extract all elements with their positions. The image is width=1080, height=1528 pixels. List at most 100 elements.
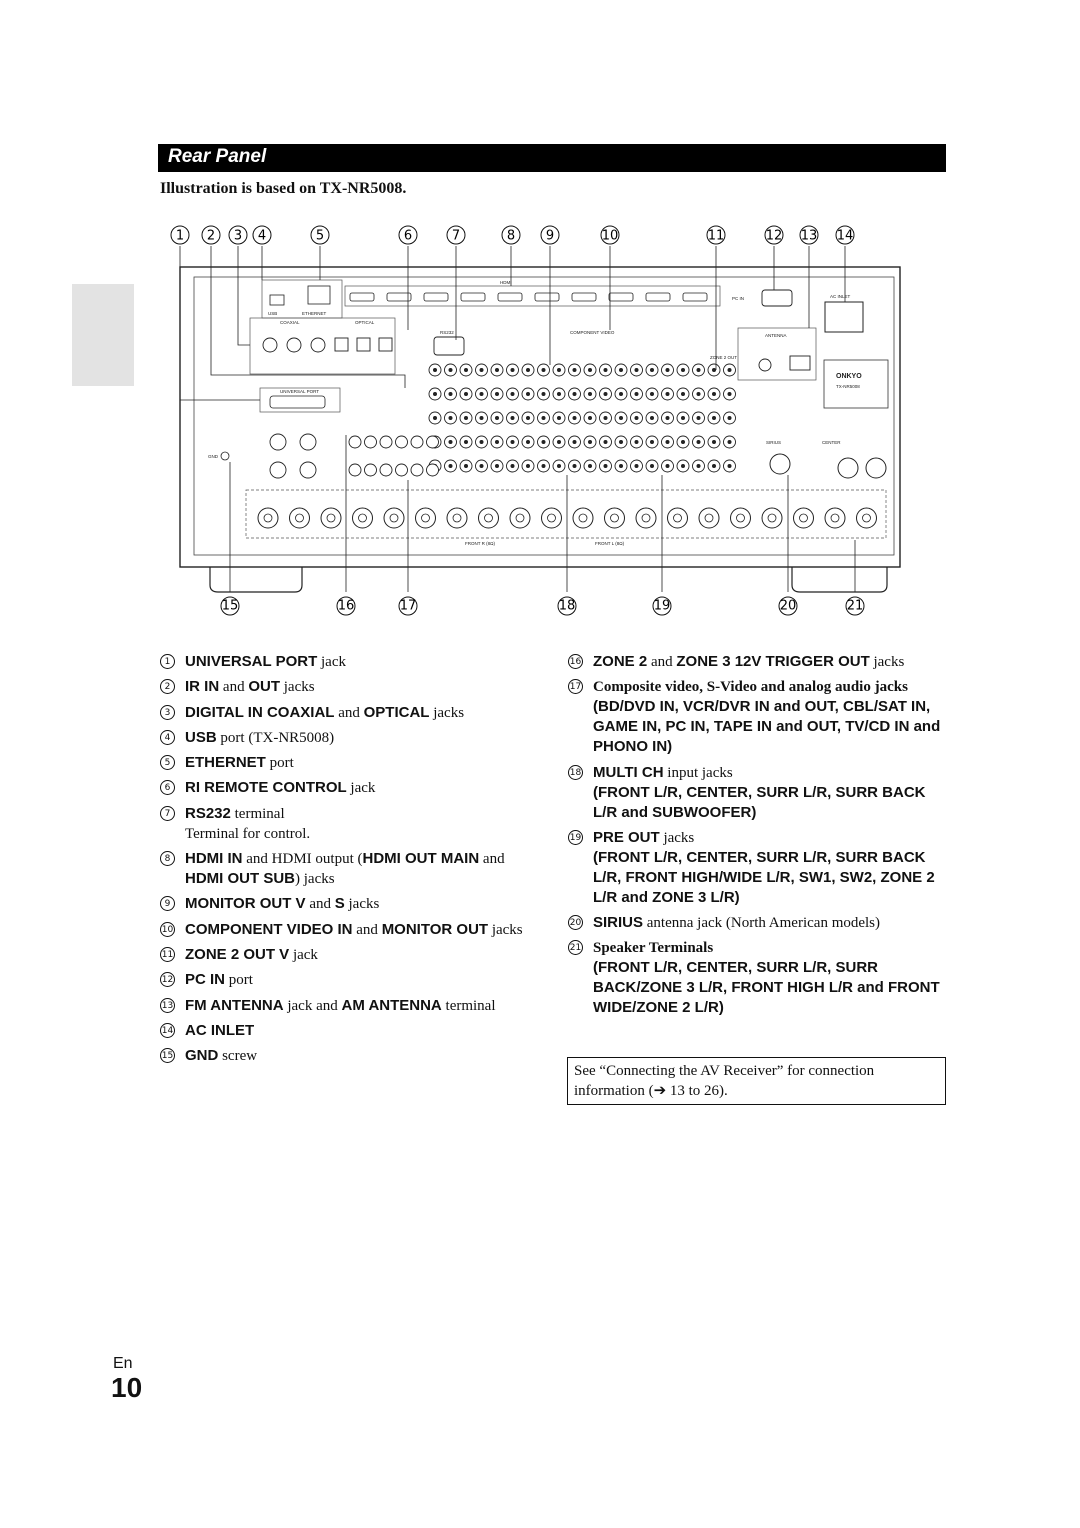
rca-jack-pin — [619, 416, 623, 420]
jack-item-13: 13 FM ANTENNA jack and AM ANTENNA termina… — [160, 996, 540, 1016]
item-title: PRE OUT jacks — [593, 828, 695, 846]
rca-jack-pin — [572, 440, 577, 444]
item-title: Speaker Terminals — [593, 940, 714, 957]
speaker-terminals — [257, 507, 877, 529]
callout-13: 13 — [799, 225, 819, 245]
speaker-terminal-core — [295, 513, 304, 523]
item-number-circle: 7 — [160, 805, 175, 821]
speaker-terminal-core — [452, 513, 462, 523]
callout-label: 6 — [404, 229, 412, 244]
foot-left — [209, 567, 303, 593]
rca-jack-pin — [603, 416, 608, 420]
rca-jack-pin — [557, 440, 561, 444]
see-also-box: See “Connecting the AV Receiver” for con… — [567, 1057, 946, 1105]
rca-jack — [410, 463, 424, 477]
rca-jack-pin — [696, 416, 701, 420]
speaker-terminal — [572, 507, 594, 529]
callout-16: 16 — [336, 596, 356, 616]
item-number-circle: 16 — [568, 654, 583, 669]
speaker-terminal-core — [767, 513, 777, 523]
rca-jack — [364, 463, 377, 477]
center-speaker-terminal — [865, 457, 887, 479]
callout-18: 18 — [557, 596, 577, 616]
rca-jack-pin — [495, 392, 499, 396]
item-title: UNIVERSAL PORT jack — [185, 653, 346, 670]
hdmi-port — [534, 292, 560, 302]
section-title: Rear Panel — [168, 146, 267, 167]
rca-jack-pin — [495, 368, 499, 372]
item-subtext: (BD/DVD IN, VCR/DVR IN and OUT, CBL/SAT … — [593, 698, 941, 756]
rca-jack-pin — [727, 440, 732, 444]
rca-jack — [379, 463, 393, 477]
item-number-circle: 1 — [160, 654, 175, 669]
item-number-circle: 9 — [160, 896, 175, 912]
ethernet-port-shape — [307, 285, 331, 305]
item-number-circle: 20 — [568, 915, 583, 931]
rca-jack-pin — [433, 416, 437, 420]
jack-grid — [269, 363, 887, 479]
callout-11: 11 — [706, 225, 726, 245]
rca-jack-pin — [448, 464, 453, 468]
item-subtext: (FRONT L/R, CENTER, SURR L/R, SURR BACK … — [593, 848, 935, 906]
speaker-terminal-core — [641, 513, 651, 523]
pc-in-label: PC IN — [732, 296, 744, 301]
usb-port-shape — [269, 294, 285, 306]
callout-label: 20 — [780, 599, 797, 614]
rca-jack-pin — [495, 416, 499, 420]
hdmi-ports — [349, 292, 708, 302]
item-title: DIGITAL IN COAXIAL and OPTICAL jacks — [185, 703, 465, 721]
rca-jack-pin — [712, 392, 716, 396]
coaxial-jack — [310, 337, 326, 353]
callout-8: 8 — [501, 225, 521, 245]
speaker-terminal-core — [862, 513, 871, 523]
callout-label: 16 — [338, 599, 355, 614]
callout-label: 17 — [400, 599, 417, 614]
callout-label: 14 — [837, 229, 854, 244]
speaker-terminal-core — [610, 513, 619, 523]
rca-jack-pin — [464, 392, 468, 396]
rca-jack-pin — [727, 416, 732, 420]
rca-jack-pin — [541, 416, 546, 420]
hdmi-group — [344, 285, 721, 307]
rca-jack — [395, 463, 408, 477]
rca-jack-pin — [696, 464, 701, 468]
speaker-terminal — [541, 507, 562, 529]
usb-label: USB — [268, 311, 277, 316]
hdmi-port — [571, 292, 597, 302]
rca-jack-pin — [526, 416, 530, 420]
callout-20: 20 — [778, 596, 798, 616]
rca-jack-pin — [541, 368, 546, 372]
hdmi-port — [460, 292, 486, 302]
rca-jack-pin — [681, 440, 685, 444]
item-note: Terminal for control. — [185, 825, 311, 842]
item-number-circle: 11 — [160, 946, 175, 962]
item-title: AC INLET — [185, 1021, 255, 1039]
item-number-circle: 15 — [160, 1048, 175, 1064]
rca-jack-pin — [526, 440, 530, 444]
rca-jack-pin — [464, 368, 468, 372]
rca-jack — [364, 435, 377, 449]
rca-jack-pin — [557, 392, 561, 396]
speaker-terminal — [698, 507, 720, 529]
rca-jack-pin — [510, 416, 515, 420]
rca-jack-pin — [727, 464, 732, 468]
speaker-terminal — [289, 507, 310, 529]
rca-jack-pin — [665, 368, 670, 372]
hdmi-label: HDMI — [500, 280, 512, 285]
speaker-terminal — [730, 507, 751, 529]
item-title: FM ANTENNA jack and AM ANTENNA terminal — [185, 996, 496, 1014]
callout-label: 8 — [507, 229, 515, 244]
rca-jack-pin — [696, 440, 701, 444]
item-number-circle: 13 — [160, 997, 175, 1013]
item-number-circle: 21 — [568, 940, 583, 956]
rca-jack-pin — [464, 464, 468, 468]
speaker-terminal-core — [547, 513, 556, 523]
